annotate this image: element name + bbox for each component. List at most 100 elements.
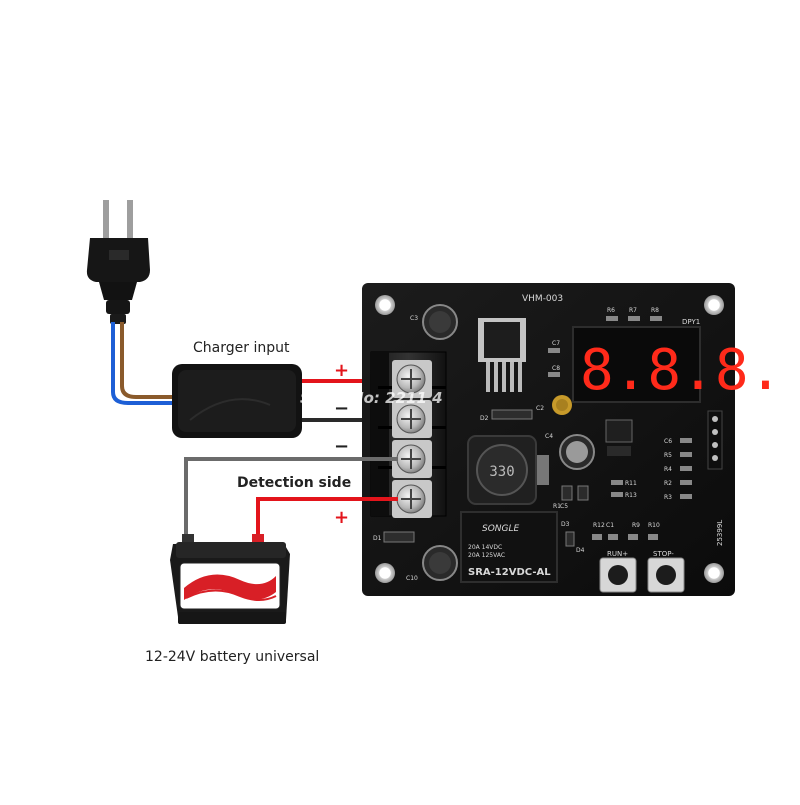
silk-label-d3: D3	[561, 521, 570, 528]
smd-part	[592, 534, 602, 540]
smd-resistor	[680, 466, 692, 471]
stop-button[interactable]	[647, 557, 685, 593]
capacitor-c4	[559, 434, 595, 470]
smd-part	[607, 446, 631, 456]
battery-wire-negative	[184, 457, 398, 540]
silk-label-d2: D2	[480, 415, 489, 422]
smd-part	[608, 534, 618, 540]
silk-label-r6: R6	[607, 307, 615, 314]
header-pins	[707, 410, 723, 470]
smd-resistor	[628, 316, 640, 321]
smd-resistor	[606, 316, 618, 321]
battery-caption: 12-24V battery universal	[145, 649, 320, 665]
diode-d2	[491, 409, 533, 420]
battery-wire-positive	[256, 497, 398, 540]
relay-rating-1: 20A 14VDC	[468, 544, 502, 551]
plug-prong-right	[127, 200, 133, 242]
smd-capacitor	[548, 372, 560, 377]
silk-label-d4: D4	[576, 547, 585, 554]
mains-wire-blue	[111, 322, 180, 405]
pcb-code: 25399L	[716, 520, 724, 546]
silk-label-d1: D1	[373, 535, 382, 542]
transistor	[605, 419, 633, 443]
smd-resistor	[680, 438, 692, 443]
silk-label-c2: C2	[536, 405, 544, 412]
silk-label-c1: C1	[606, 522, 614, 529]
smd-part	[561, 485, 573, 501]
relay-rating-2: 20A 125VAC	[468, 552, 505, 559]
run-button-label: RUN+	[607, 550, 628, 558]
silk-label-r2: R2	[664, 480, 672, 487]
smd-part	[577, 485, 589, 501]
terminal-screw-3[interactable]	[392, 440, 432, 478]
silk-label-r12: R12	[593, 522, 605, 529]
silk-label-r5: R5	[664, 452, 672, 459]
detect-plus-sign: +	[334, 507, 350, 528]
silk-label-c3: C3	[410, 315, 418, 322]
stop-button-label: STOP-	[653, 550, 674, 558]
battery-label-swoosh	[184, 574, 276, 600]
mains-wire-brown	[120, 322, 180, 399]
run-button[interactable]	[599, 557, 637, 593]
smd-resistor	[680, 494, 692, 499]
smd-resistor	[611, 492, 623, 497]
relay-brand: SONGLE	[482, 524, 520, 534]
silk-label-r9: R9	[632, 522, 640, 529]
smd-led	[565, 531, 575, 547]
heatsink	[537, 455, 549, 485]
relay: SONGLE 20A 14VDC 20A 125VAC SRA-12VDC-AL	[460, 511, 558, 583]
wall-plug	[86, 200, 150, 324]
plug-prong-left	[103, 200, 109, 242]
smd-resistor	[650, 316, 662, 321]
charger-minus-sign: −	[334, 398, 350, 419]
smd-resistor	[611, 480, 623, 485]
inductor-code: 330	[489, 464, 514, 480]
silk-label-r3: R3	[664, 494, 672, 501]
smd-resistor	[680, 480, 692, 485]
smd-part	[648, 534, 658, 540]
charger-plus-sign: +	[334, 360, 350, 381]
silk-label-c6: C6	[664, 438, 672, 445]
terminal-screw-1[interactable]	[392, 360, 432, 398]
board-model-label: VHM-003	[522, 294, 563, 304]
seven-segment-display: 8.8.8.	[572, 326, 782, 403]
silk-label-c7: C7	[552, 340, 560, 347]
mount-hole	[375, 295, 395, 315]
silk-label-r10: R10	[648, 522, 660, 529]
diode-d1	[383, 531, 415, 543]
detection-side-label: Detection side	[237, 475, 352, 491]
mount-hole	[704, 563, 724, 583]
capacitor-c2	[552, 395, 572, 415]
vhm003-board: VHM-003 8.8.8. DPY1	[362, 283, 782, 596]
smd-part	[628, 534, 638, 540]
silk-label-c10: C10	[406, 575, 418, 582]
silk-label-r4: R4	[664, 466, 672, 473]
smd-capacitor	[548, 348, 560, 353]
car-battery	[170, 534, 290, 624]
silk-label-r7: R7	[629, 307, 637, 314]
mount-hole	[704, 295, 724, 315]
power-inductor: 330	[467, 435, 537, 505]
capacitor-c10	[422, 545, 458, 581]
silk-label-r1: R1	[553, 503, 561, 510]
silk-label-c5: C5	[560, 503, 568, 510]
silk-label-r8: R8	[651, 307, 659, 314]
silk-label-r11: R11	[625, 480, 637, 487]
capacitor-c3	[422, 304, 458, 340]
silk-label-c4: C4	[545, 433, 553, 440]
relay-model: SRA-12VDC-AL	[468, 567, 551, 578]
display-digits: 8.8.8.	[580, 338, 782, 403]
terminal-screw-2[interactable]	[392, 400, 432, 438]
mount-hole	[375, 563, 395, 583]
silk-label-r13: R13	[625, 492, 637, 499]
detect-minus-sign: −	[334, 436, 350, 457]
display-label: DPY1	[682, 318, 700, 326]
charger-input-label: Charger input	[193, 340, 290, 356]
battery-terminal-positive	[252, 534, 264, 544]
watermark: Store No: 2211 4	[300, 389, 443, 407]
battery-terminal-negative	[182, 534, 194, 544]
regulator-ic	[478, 318, 526, 392]
